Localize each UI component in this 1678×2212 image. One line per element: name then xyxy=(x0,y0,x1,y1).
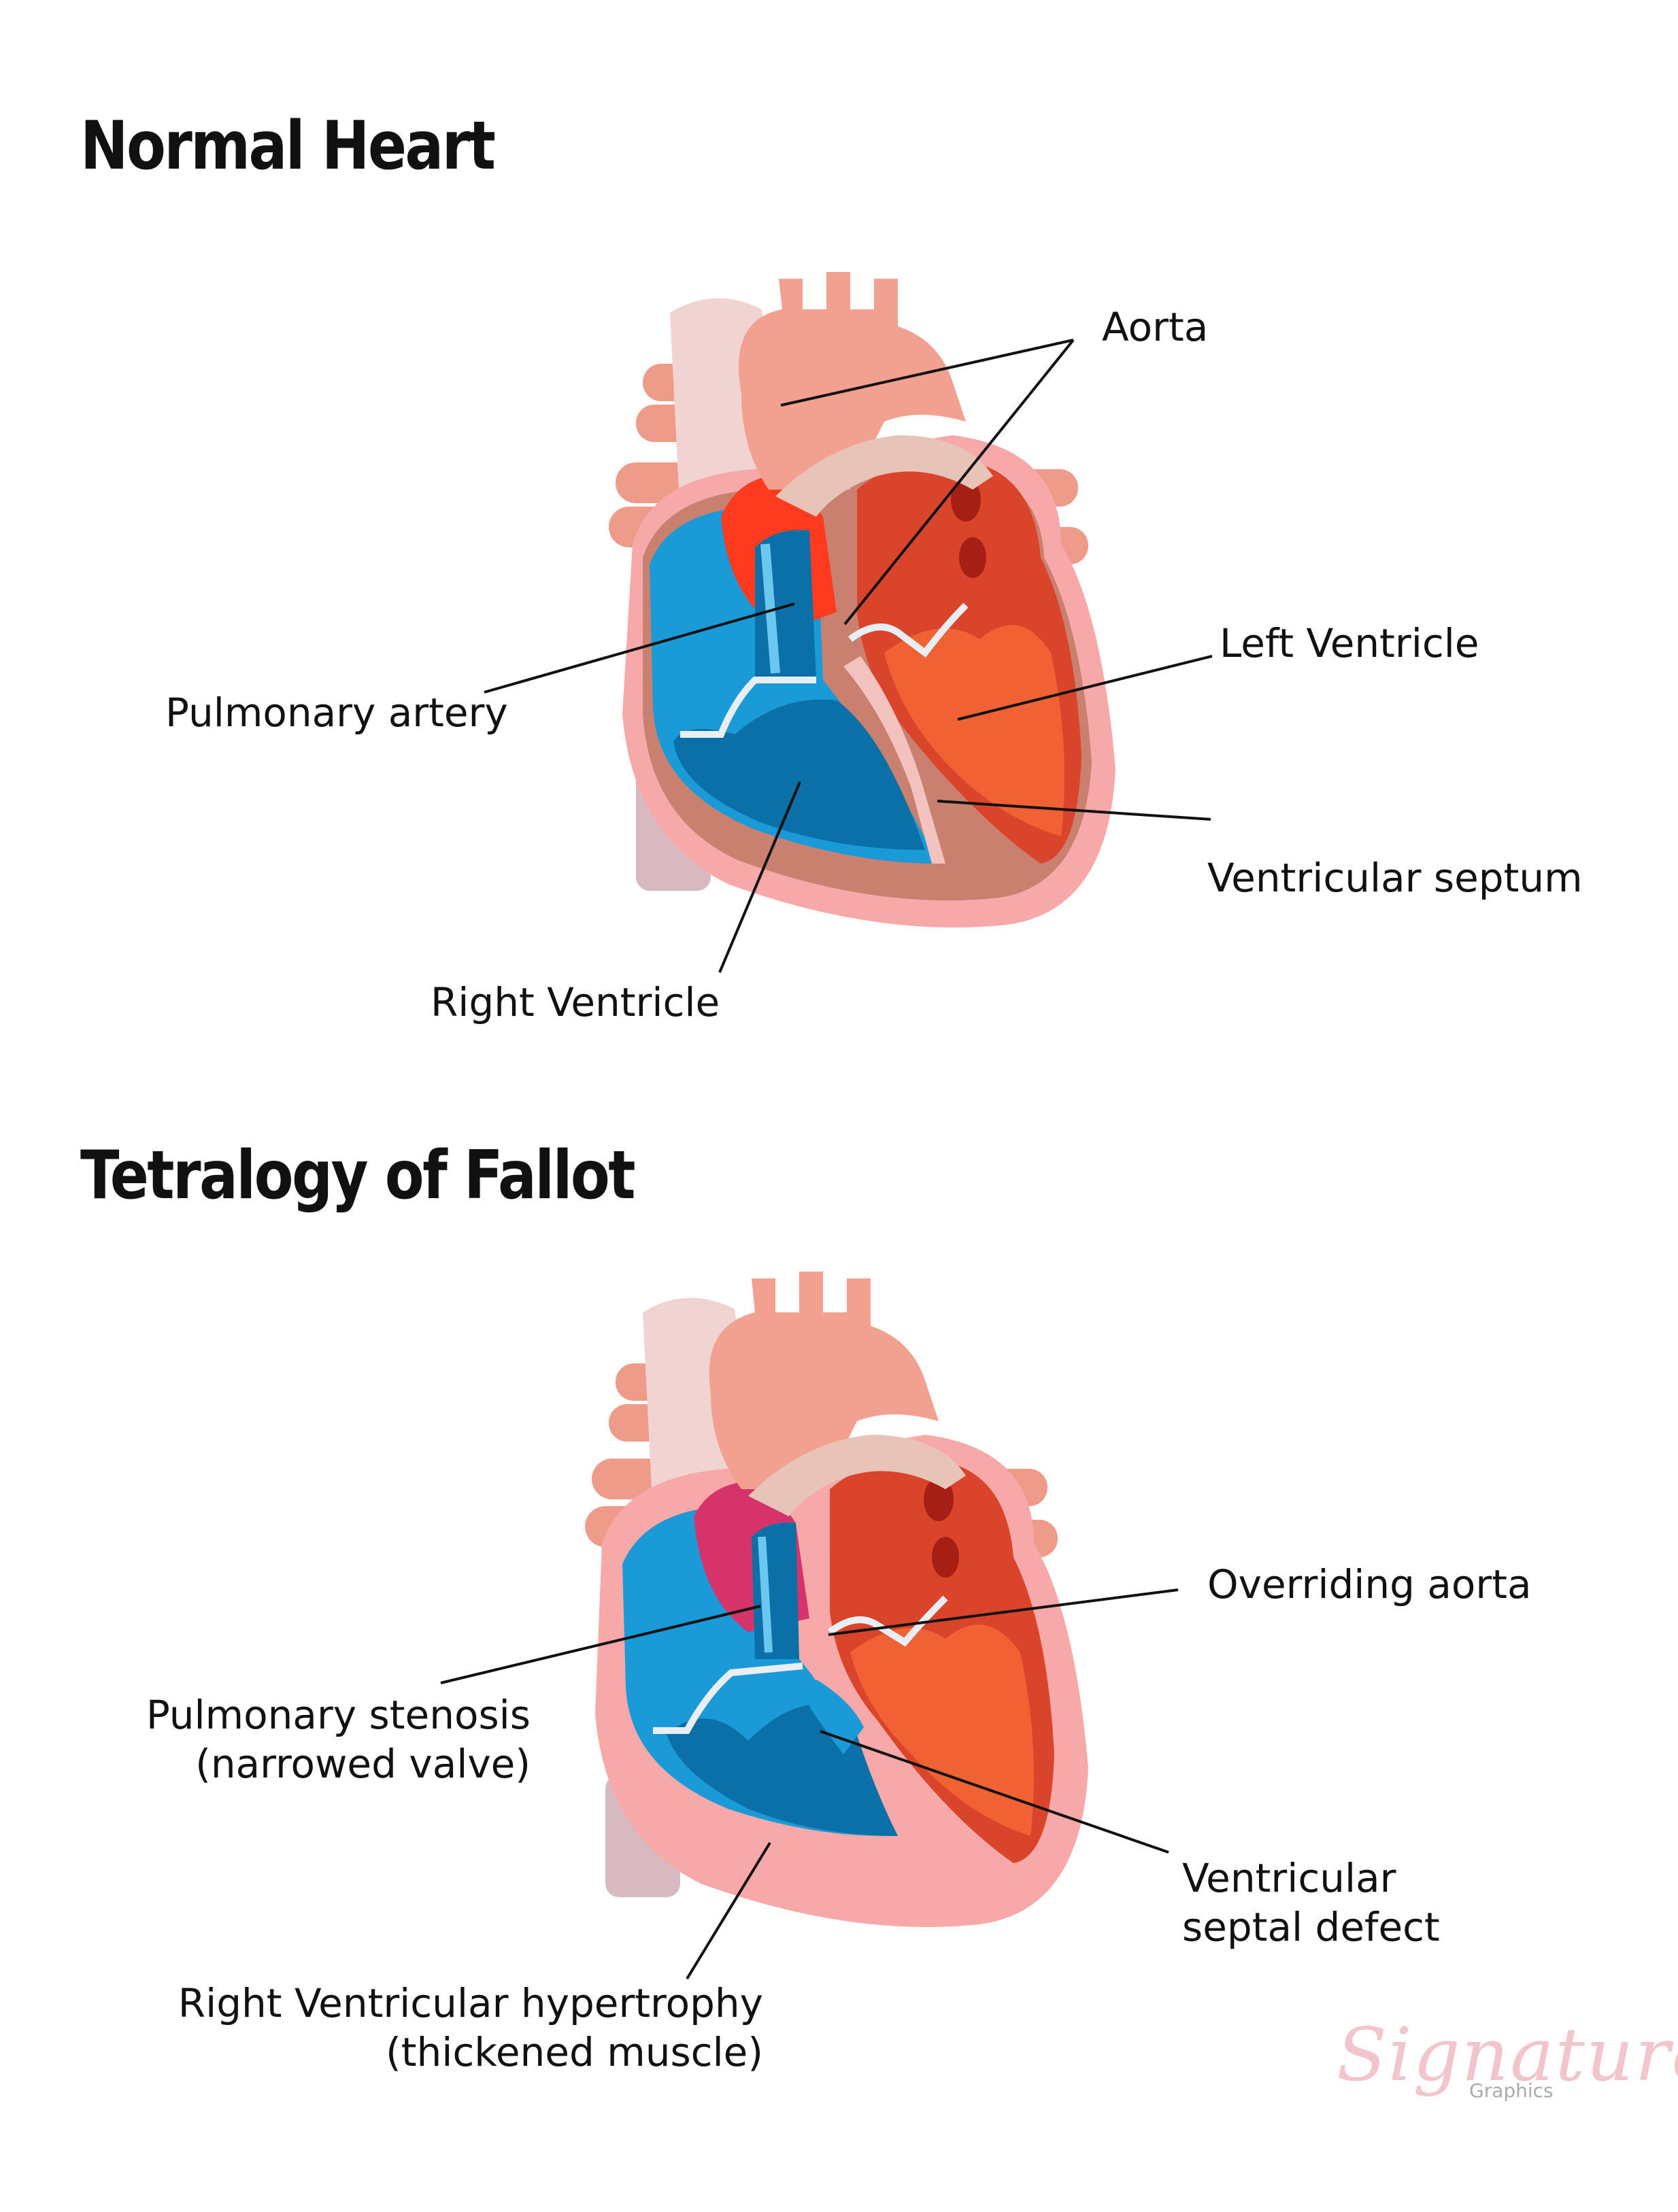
normal-leader-lines xyxy=(484,339,1213,973)
label-aorta: Aorta xyxy=(1102,304,1209,350)
tetralogy-title: Tetralogy of Fallot xyxy=(80,1137,636,1214)
logo-script: Signature xyxy=(1337,2013,1678,2098)
logo-sub: Graphics xyxy=(1469,2079,1554,2102)
label-pulmonary-stenosis-line2: (narrowed valve) xyxy=(195,1741,531,1787)
label-vsd: Ventricular septal defect xyxy=(1182,1854,1440,1952)
label-ventricular-septum: Ventricular septum xyxy=(1207,855,1583,901)
signature-graphics-logo: Signature Graphics xyxy=(1337,2013,1678,2108)
label-rvh-line1: Right Ventricular hypertrophy xyxy=(178,1980,763,2026)
label-pulmonary-artery: Pulmonary artery xyxy=(165,690,508,736)
label-vsd-line1: Ventricular xyxy=(1182,1855,1396,1901)
aorta xyxy=(739,272,966,490)
label-pulmonary-stenosis-line1: Pulmonary stenosis xyxy=(146,1692,531,1738)
normal-heart-illustration xyxy=(609,272,1115,928)
label-left-ventricle: Left Ventricle xyxy=(1220,620,1479,666)
tetralogy-leader-lines xyxy=(440,1588,1179,1980)
label-rvh-line2: (thickened muscle) xyxy=(386,2029,763,2075)
label-right-ventricle: Right Ventricle xyxy=(431,979,720,1025)
label-overriding-aorta: Overriding aorta xyxy=(1207,1561,1532,1607)
label-rvh: Right Ventricular hypertrophy (thickened… xyxy=(178,1979,763,2077)
septal-defect xyxy=(809,1680,864,1754)
label-vsd-line2: septal defect xyxy=(1182,1904,1440,1950)
label-pulmonary-stenosis: Pulmonary stenosis (narrowed valve) xyxy=(146,1690,531,1788)
normal-heart-title: Normal Heart xyxy=(80,107,496,185)
tetralogy-heart-illustration xyxy=(585,1272,1088,1927)
